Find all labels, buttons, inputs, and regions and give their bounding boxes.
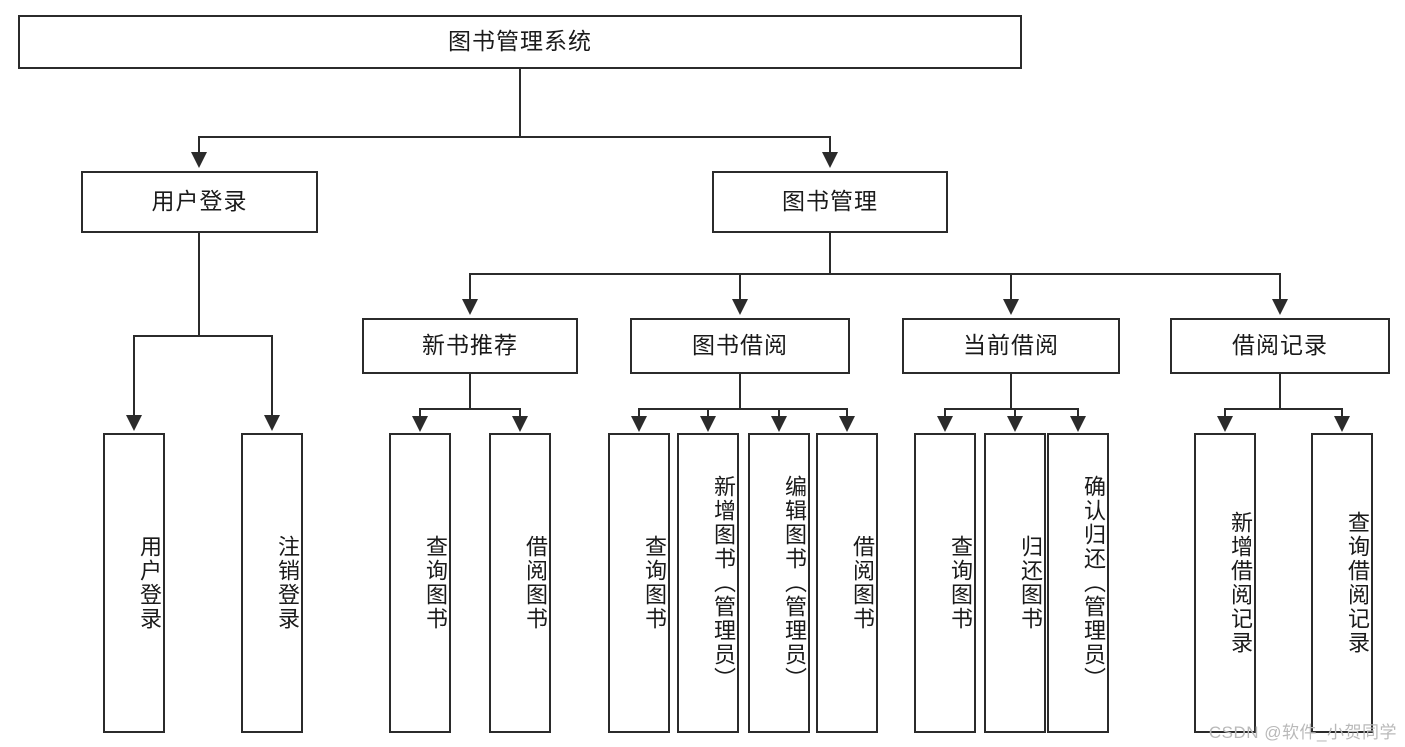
connector-current-borrow-stem: [1010, 374, 1012, 408]
arrow-br-to-leaf-1: [1217, 416, 1233, 432]
connector-borrow-record-bus: [1224, 408, 1343, 410]
leaf-new-book-borrow-book-label: 借阅图书: [523, 535, 548, 631]
connector-br-to-leaf-2: [1341, 408, 1343, 418]
node-user-login[interactable]: 用户登录: [81, 171, 318, 233]
node-book-borrow[interactable]: 图书借阅: [630, 318, 850, 374]
arrow-user-login-to-leaf-2: [264, 415, 280, 431]
connector-book-borrow-stem: [739, 374, 741, 408]
node-root-label: 图书管理系统: [448, 28, 592, 55]
arrow-bm-to-book-borrow: [732, 299, 748, 315]
connector-bb-to-leaf-2: [707, 408, 709, 418]
connector-user-login-to-leaf-2: [271, 335, 273, 417]
leaf-book-borrow-query-book[interactable]: 查询图书: [608, 433, 670, 733]
leaf-user-login-login[interactable]: 用户登录: [103, 433, 165, 733]
connector-bm-to-current-borrow: [1010, 273, 1012, 301]
connector-root-bus: [198, 136, 831, 138]
connector-cb-to-leaf-2: [1014, 408, 1016, 418]
connector-root-to-book-management: [829, 136, 831, 154]
connector-bb-to-leaf-1: [638, 408, 640, 418]
connector-cb-to-leaf-1: [944, 408, 946, 418]
connector-bm-to-borrow-record: [1279, 273, 1281, 301]
arrow-br-to-leaf-2: [1334, 416, 1350, 432]
leaf-new-book-query-book[interactable]: 查询图书: [389, 433, 451, 733]
csdn-watermark: CSDN @软件_小贺同学: [1208, 723, 1397, 742]
node-book-management-label: 图书管理: [782, 188, 878, 215]
leaf-new-book-query-book-label: 查询图书: [423, 535, 448, 631]
leaf-borrow-record-query-record-label: 查询借阅记录: [1345, 511, 1370, 655]
connector-book-management-stem: [829, 233, 831, 273]
arrow-bb-to-leaf-1: [631, 416, 647, 432]
arrow-cb-to-leaf-1: [937, 416, 953, 432]
node-current-borrow-label: 当前借阅: [963, 332, 1059, 359]
arrow-bb-to-leaf-3: [771, 416, 787, 432]
connector-book-management-bus: [469, 273, 1281, 275]
leaf-user-login-logout-label: 注销登录: [275, 535, 300, 631]
connector-user-login-to-leaf-1: [133, 335, 135, 417]
connector-borrow-record-stem: [1279, 374, 1281, 408]
leaf-current-borrow-confirm-return-label: 确认归还（管理员）: [1081, 475, 1106, 691]
connector-new-book-to-leaf-1: [419, 408, 421, 418]
leaf-current-borrow-confirm-return[interactable]: 确认归还（管理员）: [1047, 433, 1109, 733]
node-user-login-label: 用户登录: [151, 188, 248, 215]
arrow-cb-to-leaf-2: [1007, 416, 1023, 432]
arrow-root-to-user-login: [191, 152, 207, 168]
connector-user-login-stem: [198, 233, 200, 335]
leaf-book-borrow-add-book[interactable]: 新增图书（管理员）: [677, 433, 739, 733]
connector-bb-to-leaf-4: [846, 408, 848, 418]
leaf-borrow-record-add-record-label: 新增借阅记录: [1228, 511, 1253, 655]
arrow-root-to-book-management: [822, 152, 838, 168]
connector-root-to-user-login: [198, 136, 200, 154]
node-root-book-management-system[interactable]: 图书管理系统: [18, 15, 1022, 69]
connector-current-borrow-bus: [944, 408, 1079, 410]
node-current-borrow[interactable]: 当前借阅: [902, 318, 1120, 374]
arrow-bb-to-leaf-4: [839, 416, 855, 432]
leaf-current-borrow-query-book-label: 查询图书: [948, 535, 973, 631]
connector-new-book-to-leaf-2: [519, 408, 521, 418]
leaf-user-login-login-label: 用户登录: [137, 535, 162, 631]
leaf-book-borrow-edit-book-label: 编辑图书（管理员）: [782, 475, 807, 691]
leaf-current-borrow-return-book-label: 归还图书: [1018, 535, 1043, 631]
arrow-new-book-to-leaf-2: [512, 416, 528, 432]
arrow-new-book-to-leaf-1: [412, 416, 428, 432]
connector-book-borrow-bus: [638, 408, 848, 410]
connector-new-book-bus: [419, 408, 521, 410]
leaf-borrow-record-query-record[interactable]: 查询借阅记录: [1311, 433, 1373, 733]
connector-new-book-stem: [469, 374, 471, 408]
arrow-bb-to-leaf-2: [700, 416, 716, 432]
connector-bb-to-leaf-3: [778, 408, 780, 418]
arrow-cb-to-leaf-3: [1070, 416, 1086, 432]
arrow-bm-to-current-borrow: [1003, 299, 1019, 315]
connector-bm-to-new-book: [469, 273, 471, 301]
leaf-book-borrow-add-book-label: 新增图书（管理员）: [711, 475, 736, 691]
connector-cb-to-leaf-3: [1077, 408, 1079, 418]
connector-root-stem: [519, 69, 521, 136]
leaf-current-borrow-query-book[interactable]: 查询图书: [914, 433, 976, 733]
node-borrow-record-label: 借阅记录: [1232, 332, 1328, 359]
arrow-bm-to-new-book: [462, 299, 478, 315]
node-new-book-recommend-label: 新书推荐: [422, 332, 518, 359]
connector-br-to-leaf-1: [1224, 408, 1226, 418]
connector-user-login-bus: [133, 335, 271, 337]
leaf-borrow-record-add-record[interactable]: 新增借阅记录: [1194, 433, 1256, 733]
node-book-borrow-label: 图书借阅: [692, 332, 788, 359]
node-new-book-recommend[interactable]: 新书推荐: [362, 318, 578, 374]
leaf-user-login-logout[interactable]: 注销登录: [241, 433, 303, 733]
node-borrow-record[interactable]: 借阅记录: [1170, 318, 1390, 374]
leaf-book-borrow-edit-book[interactable]: 编辑图书（管理员）: [748, 433, 810, 733]
leaf-book-borrow-query-book-label: 查询图书: [642, 535, 667, 631]
node-book-management[interactable]: 图书管理: [712, 171, 948, 233]
leaf-new-book-borrow-book[interactable]: 借阅图书: [489, 433, 551, 733]
connector-bm-to-book-borrow: [739, 273, 741, 301]
leaf-book-borrow-borrow-book-label: 借阅图书: [850, 535, 875, 631]
arrow-bm-to-borrow-record: [1272, 299, 1288, 315]
arrow-user-login-to-leaf-1: [126, 415, 142, 431]
leaf-book-borrow-borrow-book[interactable]: 借阅图书: [816, 433, 878, 733]
leaf-current-borrow-return-book[interactable]: 归还图书: [984, 433, 1046, 733]
